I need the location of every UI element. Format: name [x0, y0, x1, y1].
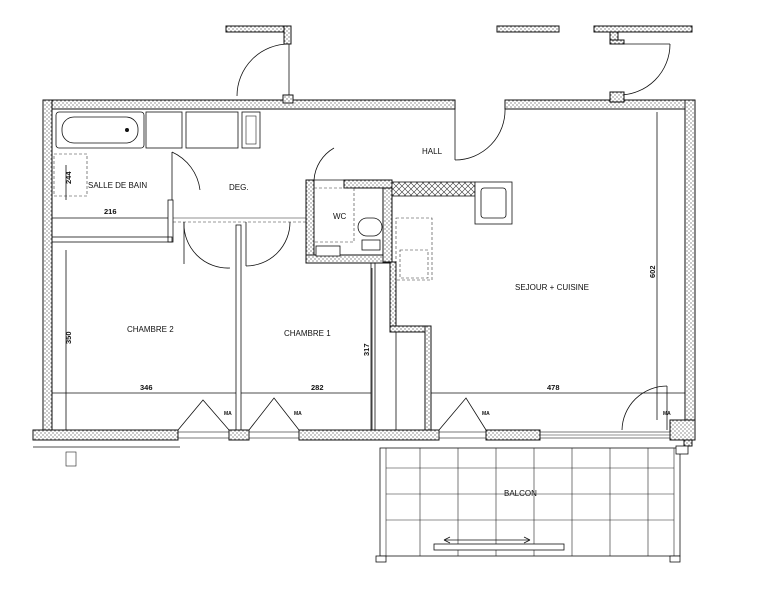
wc-fixtures	[313, 187, 383, 257]
interior-doors	[171, 147, 354, 269]
window-tag: MA	[224, 411, 232, 417]
label-balcon: BALCON	[504, 489, 537, 498]
label-salle-de-bain: SALLE DE BAIN	[88, 181, 147, 190]
dimension-317: 317	[362, 343, 371, 356]
interior-walls	[51, 179, 476, 431]
dimension-350: 350	[64, 331, 73, 344]
label-degagement: DEG.	[229, 183, 249, 192]
dimension-lines	[52, 112, 685, 430]
window-tag: MA	[482, 411, 490, 417]
window-tag: MA	[294, 411, 302, 417]
bathroom-fixtures	[53, 111, 261, 197]
label-chambre-1: CHAMBRE 1	[284, 329, 331, 338]
label-chambre-2: CHAMBRE 2	[127, 325, 174, 334]
dimension-244: 244	[64, 171, 73, 184]
dimension-282: 282	[311, 383, 324, 392]
dimension-478: 478	[547, 383, 560, 392]
dimension-346: 346	[140, 383, 153, 392]
label-wc: WC	[333, 212, 347, 221]
entrance-doors	[236, 43, 671, 161]
balcony	[375, 445, 689, 563]
window-openings	[33, 431, 671, 467]
exterior-stub-walls	[225, 25, 693, 45]
dimension-216: 216	[104, 207, 117, 216]
window-casements	[177, 385, 668, 431]
exterior-walls	[32, 91, 696, 447]
label-sejour-cuisine: SEJOUR + CUISINE	[515, 283, 589, 292]
window-tag: MA	[663, 411, 671, 417]
dimension-602: 602	[648, 265, 657, 278]
kitchen-fixtures	[395, 181, 513, 281]
label-hall: HALL	[422, 147, 443, 156]
